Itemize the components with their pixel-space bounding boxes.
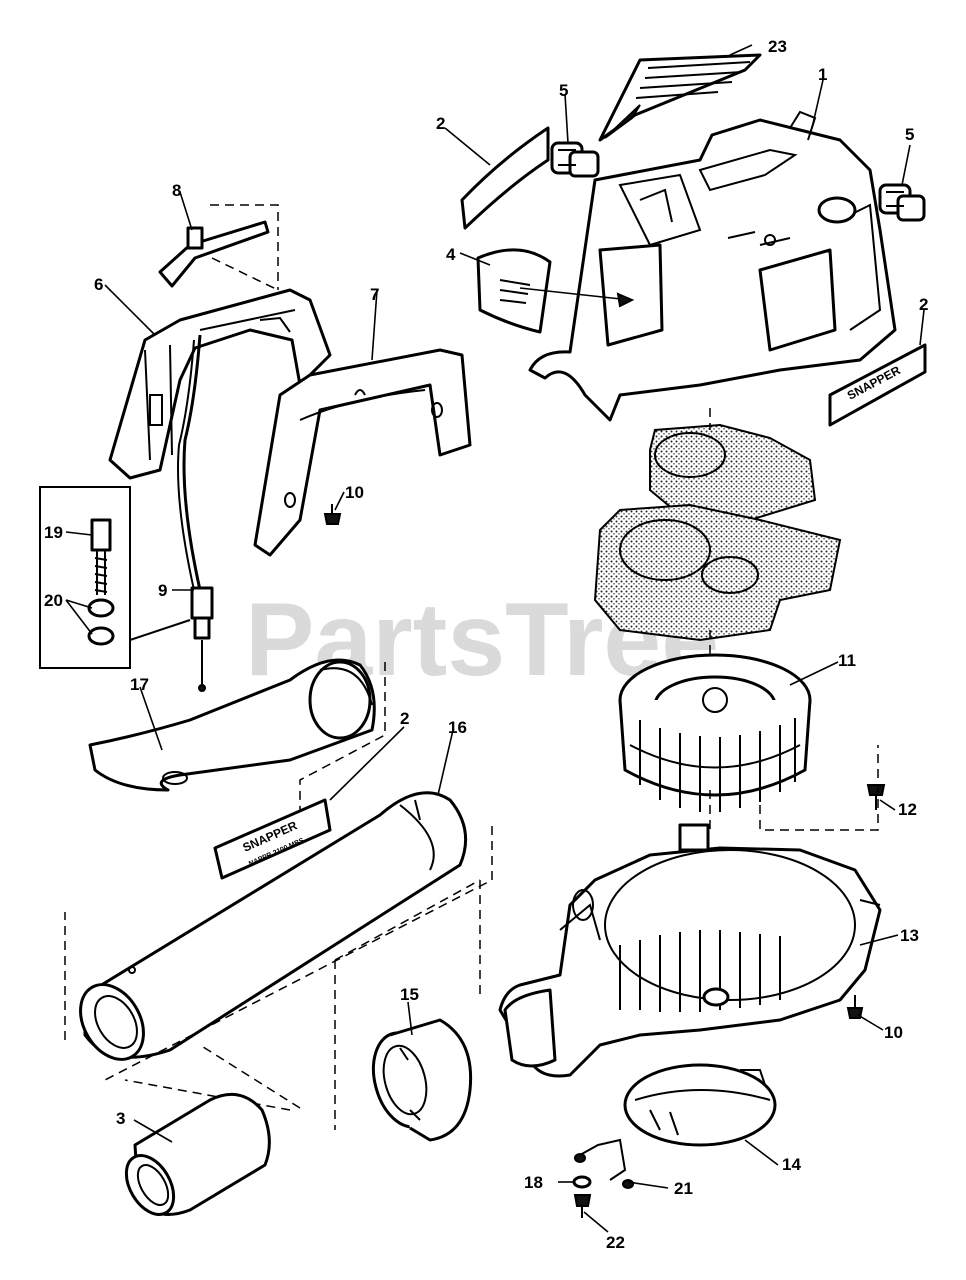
- part-12-screw: [759, 745, 886, 831]
- label-2-tube: 2: [400, 709, 409, 728]
- part-10-screw-right: [846, 995, 864, 1019]
- leader-lines: [65, 44, 925, 1233]
- label-3: 3: [116, 1109, 125, 1128]
- label-23: 23: [768, 37, 787, 56]
- label-6: 6: [94, 275, 103, 294]
- label-20: 20: [44, 591, 63, 610]
- part-6-handle: [108, 288, 332, 480]
- part-4-decal: [476, 248, 635, 334]
- part-14-cover: [623, 1063, 777, 1147]
- label-2-right: 2: [919, 295, 928, 314]
- label-16: 16: [448, 718, 467, 737]
- label-17: 17: [130, 675, 149, 694]
- label-22: 22: [606, 1233, 625, 1252]
- part-10-screw-left: [323, 504, 342, 525]
- engine-assembly: [593, 423, 842, 642]
- label-10-right: 10: [884, 1023, 903, 1042]
- part-2-decal-top: [460, 126, 550, 230]
- label-11: 11: [838, 651, 856, 670]
- part-18-washer: [572, 1175, 592, 1189]
- part-8-bracket: [158, 204, 279, 291]
- label-18: 18: [524, 1173, 543, 1192]
- label-5-left: 5: [559, 81, 568, 100]
- label-21: 21: [674, 1179, 693, 1198]
- label-8: 8: [172, 181, 181, 200]
- part-16-tube: [64, 791, 493, 1111]
- label-1: 1: [818, 65, 827, 84]
- part-17-nozzle: [88, 658, 386, 840]
- label-9: 9: [158, 581, 167, 600]
- part-9-cable: [177, 334, 214, 692]
- label-12: 12: [898, 800, 917, 819]
- label-19: 19: [44, 523, 63, 542]
- part-7-handle: [253, 348, 472, 557]
- part-23-grip: [598, 53, 762, 142]
- part-5-knob-left: [550, 141, 600, 178]
- label-13: 13: [900, 926, 919, 945]
- label-10-left: 10: [345, 483, 364, 502]
- label-14: 14: [782, 1155, 801, 1174]
- part-5-knob-right: [878, 183, 926, 222]
- part-labels: 23 1 2 5 5 4 2 8 6 7 10 19 20 9 11 12 13…: [44, 37, 928, 1252]
- label-15: 15: [400, 985, 419, 1004]
- label-2-top: 2: [436, 114, 445, 133]
- part-13-fan-housing: [498, 823, 882, 1078]
- part-11-fan: [618, 653, 812, 812]
- label-7: 7: [370, 285, 379, 304]
- part-1-housing-cover: [528, 110, 897, 422]
- parts-19-20-box: [39, 486, 191, 669]
- part-21-spring: [574, 1138, 634, 1189]
- label-5-right: 5: [905, 125, 914, 144]
- part-22-screw: [573, 1194, 592, 1218]
- part-15-adapter: [334, 879, 481, 1142]
- label-4: 4: [446, 245, 456, 264]
- part-3-nozzle-tip: [124, 1044, 301, 1216]
